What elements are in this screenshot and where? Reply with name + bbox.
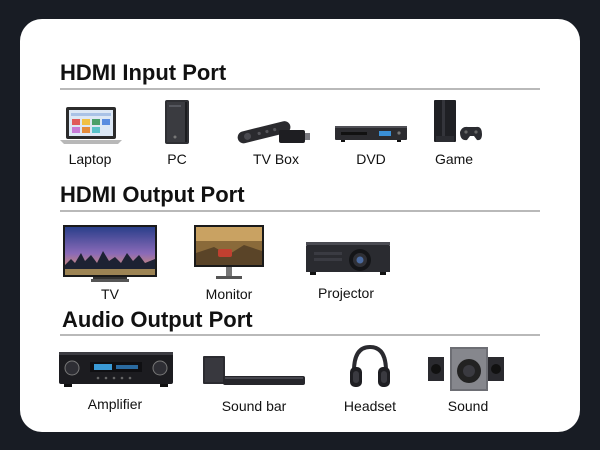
device-label: Monitor bbox=[205, 286, 253, 302]
section-title-audio-output: Audio Output Port bbox=[62, 307, 253, 332]
section-divider bbox=[60, 334, 540, 336]
device-label: DVD bbox=[356, 151, 386, 167]
section-divider bbox=[60, 210, 540, 212]
monitor-icon bbox=[194, 225, 264, 279]
soundbar-icon bbox=[203, 356, 305, 385]
device-label: TV Box bbox=[253, 151, 299, 167]
device-label: Sound bar bbox=[221, 398, 287, 414]
laptop-icon bbox=[60, 107, 122, 144]
device-label: Game bbox=[434, 151, 474, 167]
device-label: PC bbox=[167, 151, 187, 167]
pc-tower-icon bbox=[165, 100, 189, 144]
tv-icon bbox=[63, 225, 157, 282]
device-label: Amplifier bbox=[87, 396, 143, 412]
device-label: Projector bbox=[317, 285, 375, 301]
device-label: Sound bbox=[447, 398, 489, 414]
device-label: Laptop bbox=[68, 151, 112, 167]
speaker-system-icon bbox=[428, 347, 504, 391]
game-console-icon bbox=[434, 100, 482, 142]
tv-box-remote-icon bbox=[237, 121, 310, 144]
headset-icon bbox=[350, 344, 390, 387]
device-label: TV bbox=[101, 286, 119, 302]
section-title-hdmi-input: HDMI Input Port bbox=[60, 60, 227, 85]
device-label: Headset bbox=[343, 398, 397, 414]
dvd-player-icon bbox=[335, 126, 407, 142]
amplifier-icon bbox=[59, 352, 173, 387]
section-divider bbox=[60, 88, 540, 90]
projector-icon bbox=[306, 242, 390, 275]
section-title-hdmi-output: HDMI Output Port bbox=[60, 182, 245, 207]
